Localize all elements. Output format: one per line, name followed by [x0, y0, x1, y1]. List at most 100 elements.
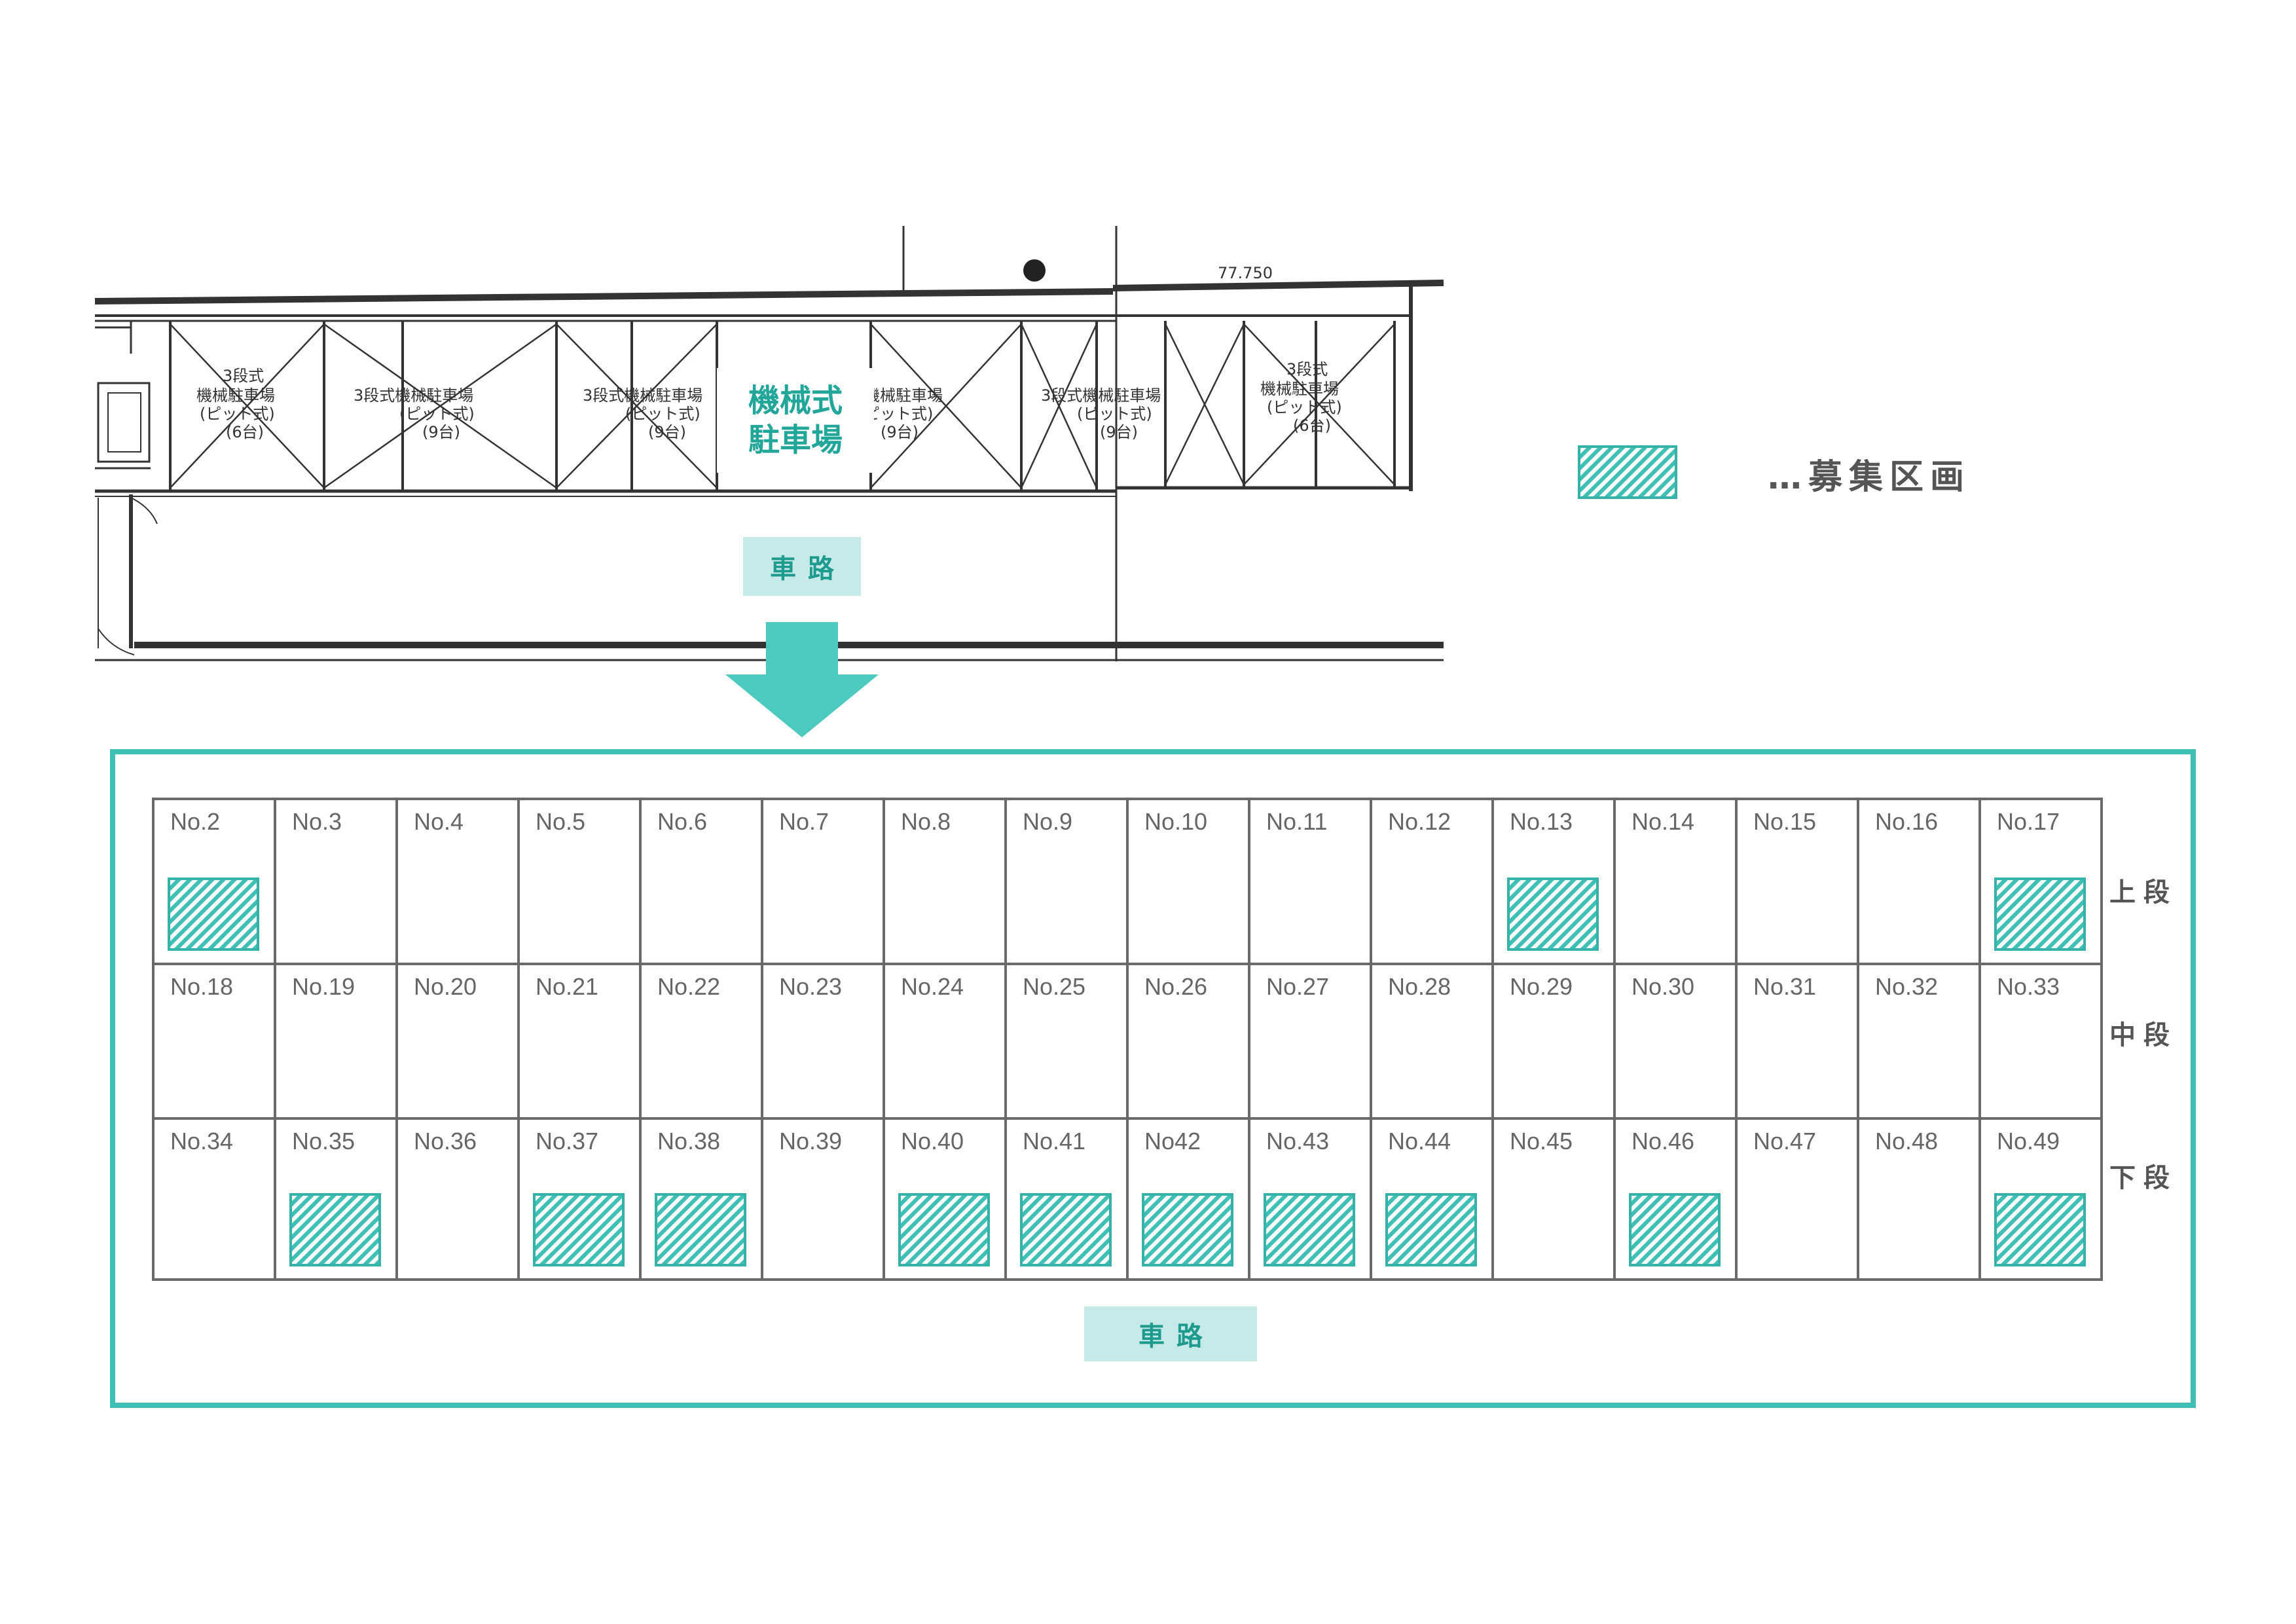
parking-slot-number: No.24	[901, 973, 964, 1000]
sketch-label: 3段式	[223, 367, 264, 385]
parking-slot-number: No.12	[1388, 808, 1451, 835]
sketch-label: (6台)	[1293, 416, 1331, 435]
sketch-label: 機械駐車場	[196, 386, 275, 405]
sketch-label: ピット式)	[864, 405, 933, 423]
parking-slot: No.40	[885, 1120, 1007, 1281]
parking-slot: No.29	[1494, 965, 1616, 1120]
sketch-label: 3段式	[1286, 360, 1328, 378]
parking-slot-number: No.30	[1631, 973, 1695, 1000]
parking-slot: No.43	[1250, 1120, 1372, 1281]
parking-slot: No.19	[276, 965, 398, 1120]
parking-slot-number: No.7	[779, 808, 829, 835]
parking-slot-number: No.46	[1631, 1128, 1695, 1154]
sketch-label: 機械駐車場	[1260, 380, 1339, 398]
parking-slot: No.44	[1372, 1120, 1494, 1281]
parking-slot-number: No.49	[1997, 1128, 2060, 1154]
parking-slot-number: No.32	[1875, 973, 1939, 1000]
parking-slot-number: No.9	[1023, 808, 1073, 835]
parking-slot: No.22	[642, 965, 763, 1120]
recruiting-slot-marker	[1994, 1193, 2086, 1266]
parking-slot: No42	[1129, 1120, 1250, 1281]
parking-slot-number: No.11	[1266, 808, 1328, 835]
parking-slot: No.18	[155, 965, 276, 1120]
parking-slot: No.27	[1250, 965, 1372, 1120]
recruiting-slot-marker	[1264, 1193, 1355, 1266]
floor-plan-sketch: 3段式 機械駐車場 (ピット式) (6台) 3段式機械駐車場 (ピット式) (9…	[94, 226, 1444, 661]
sketch-label: (9台)	[648, 423, 686, 441]
tier-label-middle: 中段	[2109, 1020, 2178, 1050]
parking-slot: No.20	[398, 965, 520, 1120]
parking-slot: No.38	[642, 1120, 763, 1281]
parking-slot: No.39	[763, 1120, 885, 1281]
recruiting-slot-marker	[1020, 1193, 1112, 1266]
legend-label: …募集区画	[1768, 458, 1971, 497]
parking-slot: No.47	[1738, 1120, 1859, 1281]
parking-slot: No.23	[763, 965, 885, 1120]
parking-slot-number: No.34	[170, 1128, 234, 1154]
parking-slot: No.37	[520, 1120, 642, 1281]
down-arrow-icon	[725, 622, 879, 737]
parking-slot-number: No.39	[779, 1128, 843, 1154]
sketch-label: (ピット式)	[1267, 398, 1342, 416]
parking-slot: No.16	[1859, 800, 1981, 965]
parking-slot: No.13	[1494, 800, 1616, 965]
parking-slot-number: No.20	[414, 973, 477, 1000]
recruiting-slot-marker	[898, 1193, 990, 1266]
sketch-label: (9台)	[422, 423, 460, 441]
recruiting-slot-marker	[655, 1193, 746, 1266]
parking-slot-number: No.16	[1875, 808, 1939, 835]
sketch-label: 3段式機械駐車場	[354, 386, 473, 405]
sketch-label: (9台)	[881, 423, 919, 441]
parking-slot-number: No.28	[1388, 973, 1451, 1000]
parking-slot-number: No.40	[901, 1128, 964, 1154]
parking-slot: No.34	[155, 1120, 276, 1281]
parking-slot: No.36	[398, 1120, 520, 1281]
parking-slot-number: No.23	[779, 973, 843, 1000]
parking-slot: No.28	[1372, 965, 1494, 1120]
elevation-label: 77.750	[1218, 264, 1273, 282]
recruiting-slot-marker	[1507, 877, 1599, 951]
parking-slot: No.4	[398, 800, 520, 965]
parking-slot-number: No.3	[292, 808, 342, 835]
parking-slot-number: No42	[1144, 1128, 1201, 1154]
parking-slot-number: No.26	[1144, 973, 1208, 1000]
parking-slot-number: No.37	[536, 1128, 599, 1154]
parking-slot-number: No.35	[292, 1128, 355, 1154]
sketch-label: (ピット式)	[625, 405, 701, 423]
parking-slot-number: No.14	[1631, 808, 1695, 835]
recruiting-slot-marker	[1142, 1193, 1233, 1266]
recruiting-slot-marker	[168, 877, 259, 951]
parking-slot: No.25	[1007, 965, 1129, 1120]
parking-slot: No.33	[1981, 965, 2103, 1120]
parking-slot-number: No.38	[657, 1128, 721, 1154]
parking-slot-number: No.47	[1753, 1128, 1817, 1154]
parking-slot-number: No.10	[1144, 808, 1208, 835]
sketch-label: (ピット式)	[1077, 405, 1152, 423]
parking-slot-number: No.43	[1266, 1128, 1330, 1154]
parking-slot: No.21	[520, 965, 642, 1120]
parking-slot: No.30	[1616, 965, 1738, 1120]
parking-layout-frame	[110, 749, 2196, 1408]
legend-swatch	[1578, 445, 1677, 499]
mechanical-parking-label: 機械式 駐車場	[717, 368, 874, 473]
parking-slot: No.10	[1129, 800, 1250, 965]
parking-slot-number: No.15	[1753, 808, 1817, 835]
parking-slot: No.3	[276, 800, 398, 965]
parking-slot-number: No.2	[170, 808, 221, 835]
parking-slot-number: No.17	[1997, 808, 2060, 835]
parking-slot: No.17	[1981, 800, 2103, 965]
sketch-label: (ピット式)	[200, 405, 275, 423]
parking-slot: No.12	[1372, 800, 1494, 965]
parking-slot-number: No.44	[1388, 1128, 1451, 1154]
parking-slot: No.14	[1616, 800, 1738, 965]
recruiting-slot-marker	[533, 1193, 625, 1266]
parking-slot-number: No.36	[414, 1128, 477, 1154]
parking-slot-number: No.27	[1266, 973, 1330, 1000]
recruiting-slot-marker	[1385, 1193, 1477, 1266]
parking-slot-number: No.48	[1875, 1128, 1939, 1154]
tier-label-upper: 上段	[2109, 877, 2178, 908]
tier-label-lower: 下段	[2109, 1163, 2178, 1193]
parking-slot: No.45	[1494, 1120, 1616, 1281]
road-label-bottom: 車路	[1084, 1306, 1257, 1361]
